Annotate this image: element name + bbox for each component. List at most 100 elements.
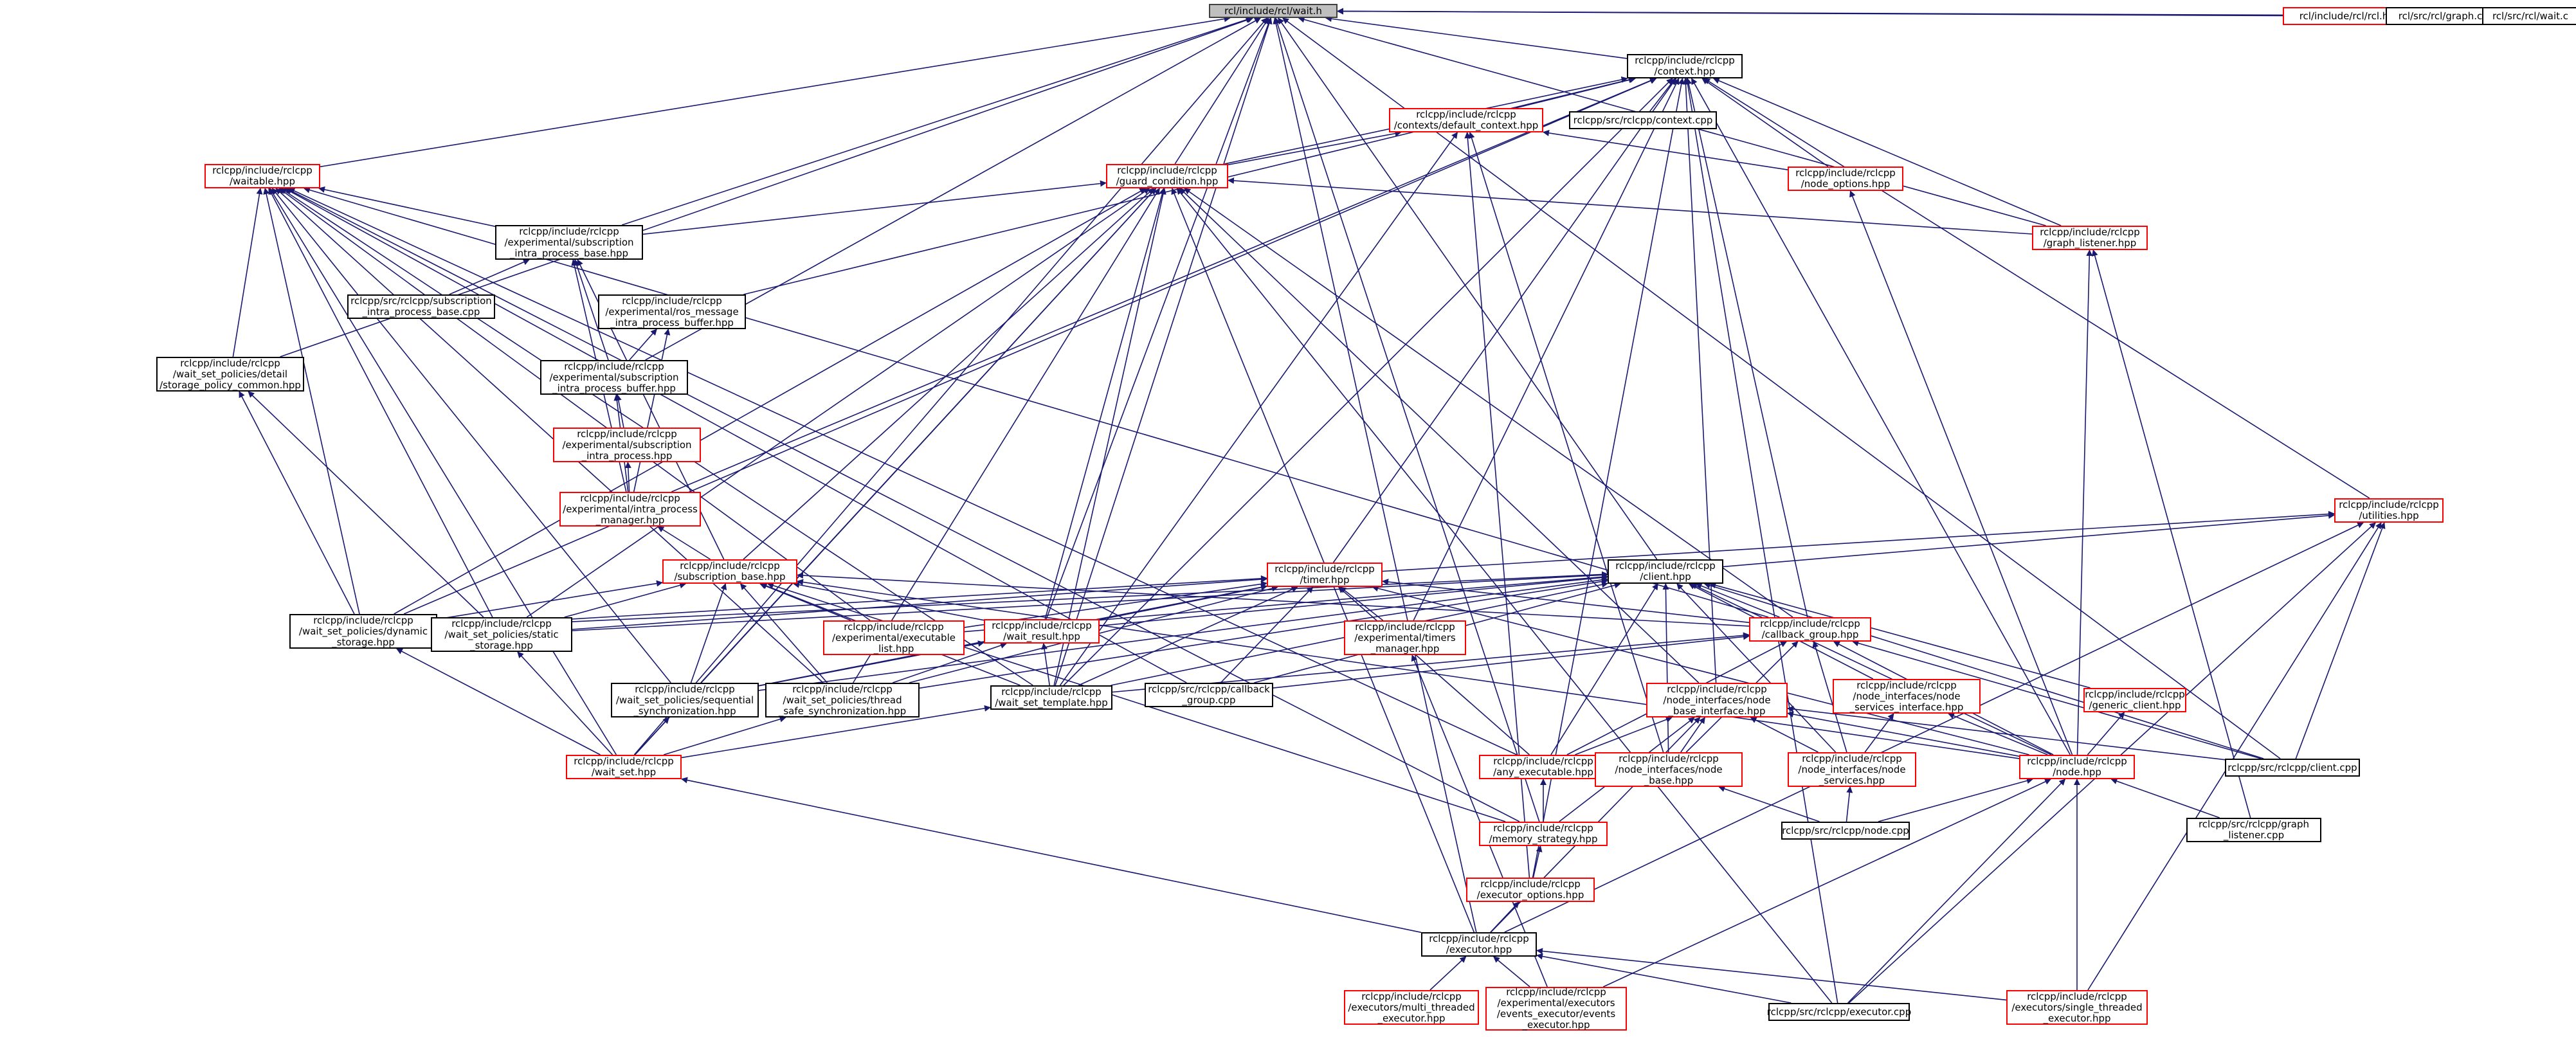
edge-storage_policy_common_hpp-to-static_storage_hpp <box>248 391 484 618</box>
node-executor-cpp[interactable]: rclcpp/src/rclcpp/executor.cpp <box>1767 1003 1911 1021</box>
edge-context_hpp-to-callback_group_hpp <box>1685 78 1808 618</box>
node-sub-ip-base-hpp[interactable]: rclcpp/include/rclcpp /experimental/subs… <box>495 225 643 260</box>
node-executor-options-hpp[interactable]: rclcpp/include/rclcpp /executor_options.… <box>1466 878 1595 902</box>
edge-waitable_hpp-to-wait_set_hpp <box>269 188 617 755</box>
node-any-executable-hpp[interactable]: rclcpp/include/rclcpp /any_executable.hp… <box>1479 755 1608 779</box>
edge-node_options_hpp-to-node_hpp <box>1849 190 2073 755</box>
node-node-hpp[interactable]: rclcpp/include/rclcpp /node.hpp <box>2019 755 2135 779</box>
edge-client_hpp-to-wait_result_hpp <box>1099 574 1608 627</box>
node-single-threaded-executor-hpp[interactable]: rclcpp/include/rclcpp /executors/single_… <box>2006 990 2148 1025</box>
node-node-base-interface-hpp[interactable]: rclcpp/include/rclcpp /node_interfaces/n… <box>1646 683 1788 717</box>
edge-guard_condition_hpp-to-graph_listener_hpp <box>1228 177 2033 235</box>
node-ip-manager-hpp[interactable]: rclcpp/include/rclcpp /experimental/intr… <box>559 492 701 527</box>
edge-guard_condition_hpp-to-subscription_base_hpp <box>743 188 1154 560</box>
node-client-hpp[interactable]: rclcpp/include/rclcpp /client.hpp <box>1608 559 1723 584</box>
node-node-base-hpp[interactable]: rclcpp/include/rclcpp /node_interfaces/n… <box>1595 752 1743 787</box>
node-generic-client-hpp[interactable]: rclcpp/include/rclcpp /generic_client.hp… <box>2083 688 2186 712</box>
edge-waitable_hpp-to-static_storage_hpp <box>268 188 493 618</box>
edge-context_hpp-to-timers_manager_hpp <box>1413 78 1680 621</box>
node-graph-listener-hpp[interactable]: rclcpp/include/rclcpp /graph_listener.hp… <box>2032 226 2148 250</box>
edge-wait_result_hpp-to-wait_set_template_hpp <box>1041 643 1050 686</box>
edge-wait_h-to-wait_set_hpp <box>633 17 1268 755</box>
node-timer-hpp[interactable]: rclcpp/include/rclcpp /timer.hpp <box>1267 563 1383 587</box>
node-guard-condition-hpp[interactable]: rclcpp/include/rclcpp /guard_condition.h… <box>1106 164 1228 188</box>
edge-node_services_interface_hpp-to-node_services_hpp <box>1864 713 1894 753</box>
edge-node_hpp-to-executor_cpp <box>1847 779 2066 1004</box>
node-context-hpp[interactable]: rclcpp/include/rclcpp /context.hpp <box>1627 54 1743 78</box>
node-executable-list-hpp[interactable]: rclcpp/include/rclcpp /experimental/exec… <box>823 620 965 655</box>
edge-wait_h-to-client_cpp <box>1282 17 2281 759</box>
edge-node_base_hpp-to-node_cpp <box>1718 786 1820 822</box>
node-wait-set-template-hpp[interactable]: rclcpp/include/rclcpp /wait_set_template… <box>990 685 1112 710</box>
edge-client_hpp-to-callback_group_hpp <box>1695 582 1780 618</box>
node-thread-safe-sync-hpp[interactable]: rclcpp/include/rclcpp /wait_set_policies… <box>765 683 920 717</box>
node-sequential-sync-hpp[interactable]: rclcpp/include/rclcpp /wait_set_policies… <box>611 683 759 717</box>
edge-guard_condition_hpp-to-static_storage_hpp <box>526 188 1150 618</box>
node-node-services-interface-hpp[interactable]: rclcpp/include/rclcpp /node_interfaces/n… <box>1833 679 1981 714</box>
node-multi-threaded-executor-hpp[interactable]: rclcpp/include/rclcpp /executors/multi_t… <box>1344 990 1479 1025</box>
node-client-cpp[interactable]: rclcpp/src/rclcpp/client.cpp <box>2225 759 2360 777</box>
edge-timer_hpp-to-timers_manager_hpp <box>1339 586 1384 621</box>
edge-timer_hpp-to-wait_set_template_hpp <box>1078 586 1298 686</box>
node-wait-result-hpp[interactable]: rclcpp/include/rclcpp /wait_result.hpp <box>984 619 1100 644</box>
node-memory-strategy-hpp[interactable]: rclcpp/include/rclcpp /memory_strategy.h… <box>1479 822 1608 846</box>
node-utilities-hpp[interactable]: rclcpp/include/rclcpp /utilities.hpp <box>2334 498 2444 523</box>
edge-executor_hpp-to-events_executor_hpp <box>1493 956 1530 987</box>
node-sub-ip-base-cpp[interactable]: rclcpp/src/rclcpp/subscription _intra_pr… <box>347 294 495 319</box>
node-default-context-hpp[interactable]: rclcpp/include/rclcpp /contexts/default_… <box>1389 108 1543 132</box>
edge-context_hpp-to-context_cpp <box>1649 78 1676 112</box>
node-sub-ip-hpp[interactable]: rclcpp/include/rclcpp /experimental/subs… <box>553 428 701 462</box>
edge-default_context_hpp-to-guard_condition_hpp <box>1228 130 1402 165</box>
edge-graph_listener_hpp-to-graph_listener_cpp <box>2091 249 2251 818</box>
edge-timer_hpp-to-node_hpp <box>1372 585 2029 755</box>
node-callback-group-hpp[interactable]: rclcpp/include/rclcpp /callback_group.hp… <box>1749 617 1871 642</box>
edge-node_hpp-to-events_executor_hpp <box>1602 779 2052 987</box>
edge-sub_ip_hpp-to-ip_manager_hpp <box>624 462 631 492</box>
node-graph-c[interactable]: rcl/src/rcl/graph.c <box>2386 7 2495 25</box>
node-timers-manager-hpp[interactable]: rclcpp/include/rclcpp /experimental/time… <box>1344 620 1466 655</box>
edge-thread_safe_sync_hpp-to-wait_set_hpp <box>663 716 786 755</box>
node-rcl-h[interactable]: rcl/include/rcl/rcl.h <box>2283 7 2405 25</box>
edge-waitable_hpp-to-thread_safe_sync_hpp <box>275 188 824 683</box>
edge-node_hpp-to-node_cpp <box>1878 777 2033 822</box>
node-context-cpp[interactable]: rclcpp/src/rclcpp/context.cpp <box>1569 111 1717 129</box>
node-node-options-hpp[interactable]: rclcpp/include/rclcpp /node_options.hpp <box>1788 167 1903 191</box>
edge-context_hpp-to-executor_cpp <box>1684 78 1838 1004</box>
node-callback-group-cpp[interactable]: rclcpp/src/rclcpp/callback _group.cpp <box>1145 683 1273 707</box>
edge-node_base_interface_hpp-to-node_base_hpp <box>1680 717 1705 753</box>
edge-timer_hpp-to-dynamic_storage_hpp <box>437 575 1267 627</box>
edge-node_base_interface_hpp-to-any_executable_hpp <box>1575 716 1673 755</box>
node-storage-policy-common-hpp[interactable]: rclcpp/include/rclcpp /wait_set_policies… <box>156 357 304 392</box>
node-dynamic-storage-hpp[interactable]: rclcpp/include/rclcpp /wait_set_policies… <box>289 614 437 649</box>
edge-default_context_hpp-to-node_options_hpp <box>1543 129 1788 170</box>
node-events-executor-hpp[interactable]: rclcpp/include/rclcpp /experimental/exec… <box>1485 987 1627 1031</box>
node-sub-ip-buffer-hpp[interactable]: rclcpp/include/rclcpp /experimental/subs… <box>540 360 688 395</box>
edge-guard_condition_hpp-to-sub_ip_base_hpp <box>642 180 1107 235</box>
edge-waitable_hpp-to-memory_strategy_hpp <box>286 188 1520 822</box>
node-wait-c[interactable]: rcl/src/rcl/wait.c <box>2482 7 2576 25</box>
edge-context_hpp-to-dynamic_storage_hpp <box>403 77 1657 615</box>
edge-timer_hpp-to-callback_group_cpp <box>1220 586 1314 683</box>
node-subscription-base-hpp[interactable]: rclcpp/include/rclcpp /subscription_base… <box>662 559 797 584</box>
edge-node_base_interface_hpp-to-node_hpp <box>1787 711 2020 757</box>
node-static-storage-hpp[interactable]: rclcpp/include/rclcpp /wait_set_policies… <box>431 617 572 652</box>
edge-sequential_sync_hpp-to-wait_set_hpp <box>634 717 669 755</box>
edge-wait_h-to-waitable_hpp <box>320 15 1231 168</box>
node-waitable-hpp[interactable]: rclcpp/include/rclcpp /waitable.hpp <box>204 164 320 188</box>
node-ros-message-ip-buffer-hpp[interactable]: rclcpp/include/rclcpp /experimental/ros_… <box>598 294 746 329</box>
node-node-services-hpp[interactable]: rclcpp/include/rclcpp /node_interfaces/n… <box>1788 752 1916 787</box>
edge-utilities_hpp-to-client_hpp <box>1723 512 2335 568</box>
edge-callback_group_hpp-to-client_cpp <box>1852 640 2262 759</box>
node-wait-set-hpp[interactable]: rclcpp/include/rclcpp /wait_set.hpp <box>566 755 682 779</box>
edge-guard_condition_hpp-to-thread_safe_sync_hpp <box>853 188 1160 683</box>
edge-node_base_interface_hpp-to-node_services_hpp <box>1750 717 1819 753</box>
node-wait-h[interactable]: rcl/include/rcl/wait.h <box>1209 4 1338 18</box>
node-node-cpp[interactable]: rclcpp/src/rclcpp/node.cpp <box>1781 822 1910 840</box>
edge-node_hpp-to-graph_listener_cpp <box>2110 778 2220 818</box>
node-executor-hpp[interactable]: rclcpp/include/rclcpp /executor.hpp <box>1421 932 1537 957</box>
edge-graph_listener_hpp-to-node_hpp <box>2076 249 2093 755</box>
edge-client_hpp-to-node_hpp <box>1691 583 2052 755</box>
edge-waitable_hpp-to-dynamic_storage_hpp <box>263 188 360 615</box>
edge-client_hpp-to-static_storage_hpp <box>572 572 1608 631</box>
node-graph-listener-cpp[interactable]: rclcpp/src/rclcpp/graph _listener.cpp <box>2186 818 2321 842</box>
